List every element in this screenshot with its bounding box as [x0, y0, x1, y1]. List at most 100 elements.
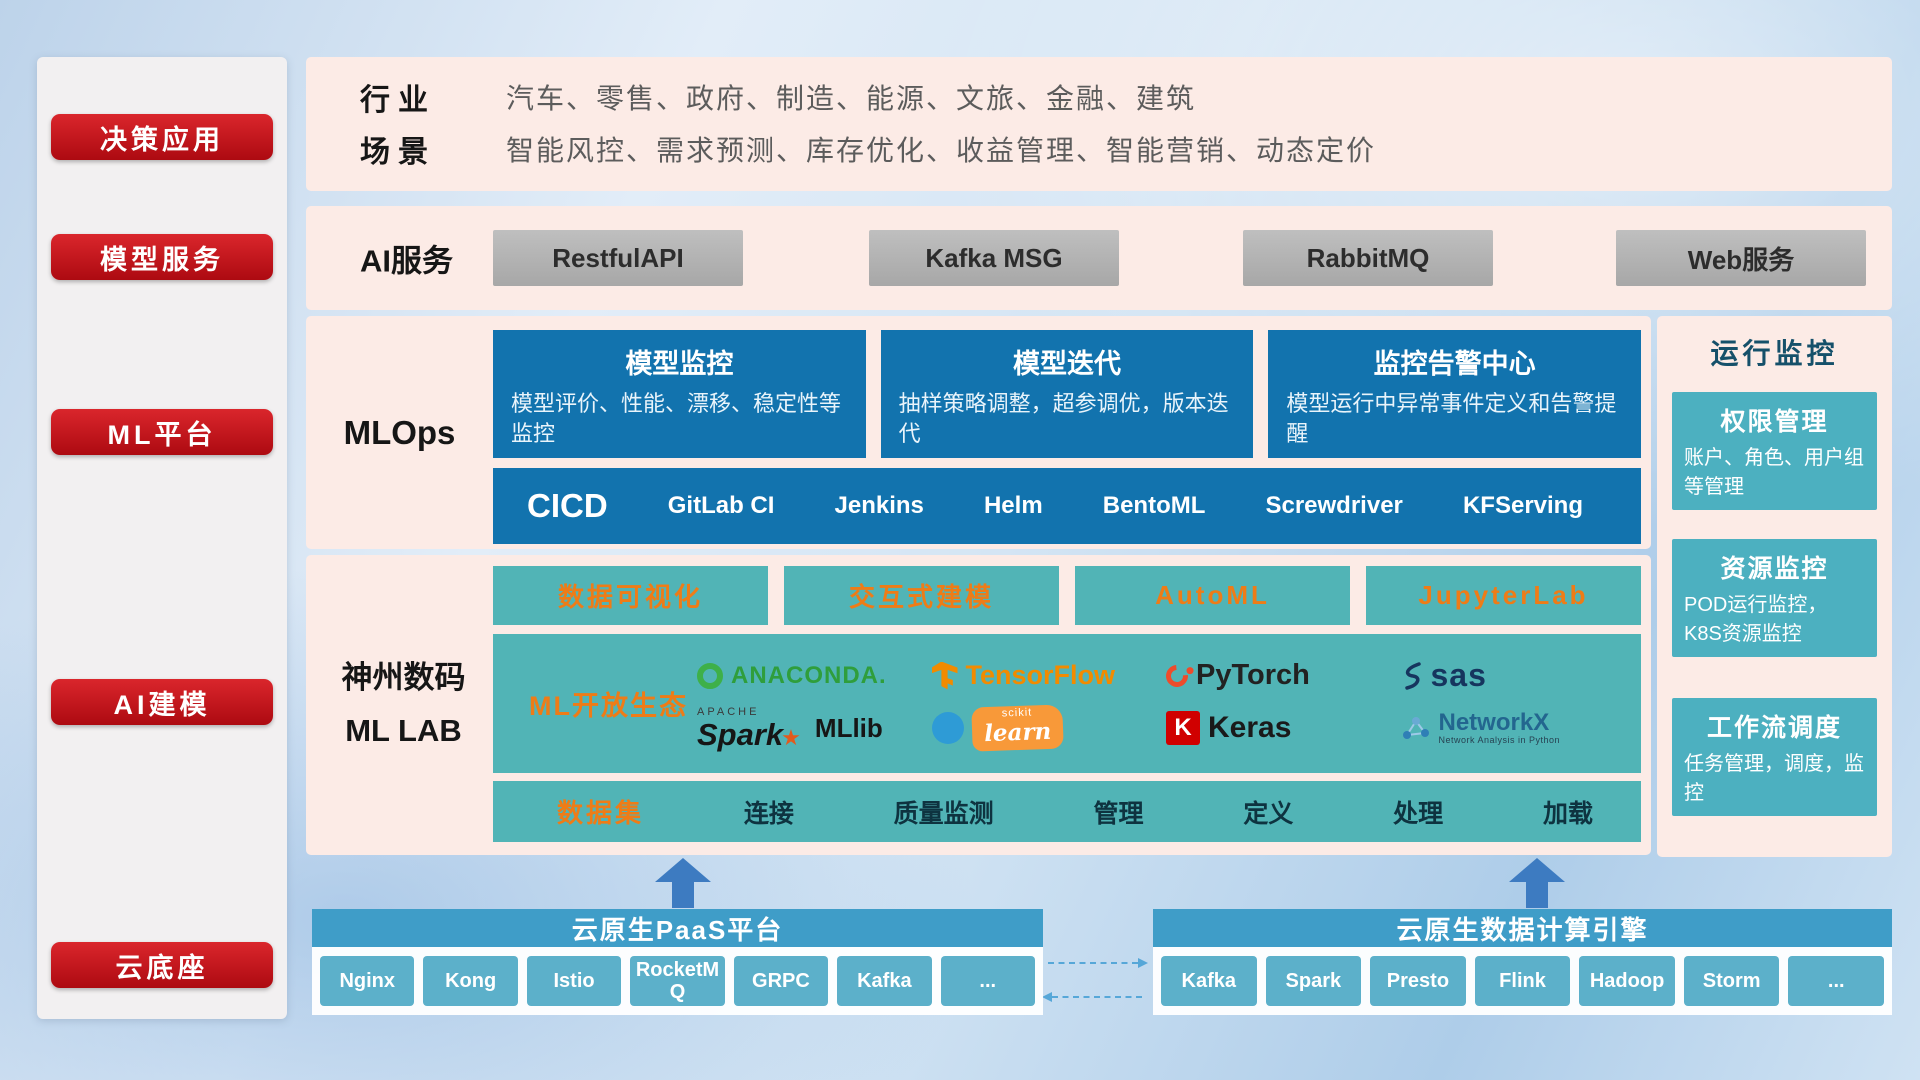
mllab-panel: 神州数码 ML LAB 数据可视化 交互式建模 AutoML JupyterLa… [306, 555, 1651, 855]
networkx-graph-icon [1402, 717, 1429, 739]
chip-hadoop: Hadoop [1579, 956, 1675, 1006]
chip-presto: Presto [1370, 956, 1466, 1006]
mllab-label: 神州数码 ML LAB [314, 555, 493, 855]
service-kafka-msg: Kafka MSG [869, 230, 1119, 286]
card-desc: 模型运行中异常事件定义和告警提醒 [1286, 391, 1617, 446]
mlops-label: MLOps [343, 413, 456, 451]
dataset-quality: 质量监测 [893, 799, 994, 828]
card-resource-monitoring: 资源监控 POD运行监控，K8S资源监控 [1672, 539, 1877, 657]
card-permission-management: 权限管理 账户、角色、用户组等管理 [1672, 392, 1877, 510]
industry-label: 行业 [360, 84, 436, 117]
card-title: 资源监控 [1720, 555, 1829, 583]
ai-services-panel: AI服务 RestfulAPI Kafka MSG RabbitMQ Web服务 [306, 206, 1892, 310]
dataset-bar: 数据集 连接 质量监测 管理 定义 处理 加载 [493, 781, 1641, 842]
tool-data-visualization: 数据可视化 [493, 566, 768, 625]
dataset-define: 定义 [1243, 799, 1294, 828]
sidebar-item-decision-apps: 决策应用 [51, 114, 273, 160]
runtime-monitoring-panel: 运行监控 权限管理 账户、角色、用户组等管理 资源监控 POD运行监控，K8S资… [1657, 316, 1892, 857]
keras-k-icon: K [1166, 711, 1200, 745]
layer-sidebar: 决策应用 模型服务 ML平台 AI建模 云底座 [37, 57, 287, 1019]
paas-body: Nginx Kong Istio RocketMQ GRPC Kafka ... [312, 947, 1043, 1015]
chip-flink: Flink [1474, 956, 1571, 1006]
scikit-brush-icon: scikit learn [970, 704, 1064, 752]
cicd-gitlab-ci: GitLab CI [667, 492, 775, 519]
spark-star-icon: ★ [781, 724, 801, 750]
sidebar-item-ai-modeling: AI建模 [51, 679, 273, 725]
mllab-tools: 数据可视化 交互式建模 AutoML JupyterLab [493, 566, 1641, 625]
chip-rocketmq: RocketMQ [630, 956, 725, 1006]
runtime-monitoring-title: 运行监控 [1710, 338, 1839, 369]
cicd-bar: CICD GitLab CI Jenkins Helm BentoML Scre… [493, 468, 1641, 544]
tensorflow-logo: TensorFlow [931, 660, 1159, 691]
chip-storm: Storm [1683, 956, 1780, 1006]
anaconda-logo: ANACONDA. [697, 662, 924, 690]
spark-mllib-logo: APACHE Spark★ MLlib [697, 705, 883, 752]
pytorch-logo: PyTorch [1161, 659, 1393, 692]
tool-jupyterlab: JupyterLab [1366, 566, 1641, 625]
scene-value: 智能风控、需求预测、库存优化、收益管理、智能营销、动态定价 [506, 135, 1377, 166]
ml-ecosystem-box: ML开放生态 ANACONDA. TensorFlow PyTorch [493, 634, 1641, 773]
cicd-helm: Helm [983, 492, 1043, 519]
mllab-label-line2: ML LAB [345, 713, 462, 748]
chip-grpc: GRPC [733, 956, 829, 1006]
dataset-connect: 连接 [743, 799, 794, 828]
industry-value: 汽车、零售、政府、制造、能源、文旅、金融、建筑 [506, 83, 1197, 114]
card-desc: POD运行监控，K8S资源监控 [1684, 594, 1828, 645]
dataset-load: 加载 [1542, 799, 1593, 828]
card-title: 监控告警中心 [1373, 349, 1536, 379]
card-model-monitoring: 模型监控 模型评价、性能、漂移、稳定性等监控 [493, 330, 866, 458]
chip-kafka: Kafka [837, 956, 932, 1006]
cicd-kfserving: KFServing [1462, 492, 1583, 519]
scene-label: 场景 [360, 136, 436, 169]
mlops-cards: 模型监控 模型评价、性能、漂移、稳定性等监控 模型迭代 抽样策略调整，超参调优，… [493, 330, 1642, 458]
scene-row: 场景 智能风控、需求预测、库存优化、收益管理、智能营销、动态定价 [360, 123, 1872, 175]
scikit-learn-logo: scikit learn [931, 704, 1159, 752]
card-model-iteration: 模型迭代 抽样策略调整，超参调优，版本迭代 [880, 330, 1254, 458]
service-restfulapi: RestfulAPI [493, 230, 743, 286]
cicd-screwdriver: Screwdriver [1265, 492, 1403, 519]
up-arrow-right [1509, 858, 1565, 908]
chip-kafka2: Kafka [1160, 956, 1257, 1006]
ml-ecosystem-label: ML开放生态 [529, 691, 688, 721]
compute-body: Kafka Spark Presto Flink Hadoop Storm ..… [1153, 947, 1892, 1015]
card-title: 工作流调度 [1706, 714, 1842, 742]
applications-panel: 行业 汽车、零售、政府、制造、能源、文旅、金融、建筑 场景 智能风控、需求预测、… [306, 57, 1892, 191]
tensorflow-icon [931, 661, 958, 690]
chip-spark: Spark [1265, 956, 1362, 1006]
tool-interactive-modeling: 交互式建模 [784, 566, 1059, 625]
sidebar-item-model-service: 模型服务 [51, 234, 273, 280]
chip-nginx: Nginx [320, 956, 415, 1006]
ai-services-label: AI服务 [360, 243, 453, 279]
card-title: 模型迭代 [1013, 349, 1121, 379]
dashed-arrow-left [1042, 992, 1142, 1002]
sidebar-item-ml-platform: ML平台 [51, 409, 273, 455]
keras-logo: K Keras [1166, 711, 1393, 745]
card-title: 模型监控 [625, 349, 734, 379]
compute-engine-group: 云原生数据计算引擎 Kafka Spark Presto Flink Hadoo… [1153, 909, 1892, 1015]
sas-logo: sas [1401, 657, 1628, 694]
service-rabbitmq: RabbitMQ [1243, 230, 1493, 286]
sas-swirl-icon [1404, 661, 1421, 690]
cicd-jenkins: Jenkins [834, 492, 924, 519]
paas-title-bar: 云原生PaaS平台 [312, 909, 1043, 947]
scikit-circle-icon [931, 712, 964, 744]
cicd-label: CICD [527, 487, 608, 524]
compute-title-bar: 云原生数据计算引擎 [1153, 909, 1892, 947]
card-alert-center: 监控告警中心 模型运行中异常事件定义和告警提醒 [1268, 330, 1642, 458]
mlops-panel: MLOps 模型监控 模型评价、性能、漂移、稳定性等监控 模型迭代 抽样策略调整… [306, 316, 1651, 549]
dataset-label: 数据集 [557, 798, 645, 828]
card-desc: 账户、角色、用户组等管理 [1684, 447, 1864, 498]
card-workflow-scheduling: 工作流调度 任务管理，调度，监控 [1672, 698, 1877, 816]
dataset-manage: 管理 [1093, 799, 1144, 828]
ml-ecosystem-logos: ANACONDA. TensorFlow PyTorch sas [697, 657, 1628, 752]
chip-istio: Istio [526, 956, 622, 1006]
paas-group: 云原生PaaS平台 Nginx Kong Istio RocketMQ GRPC… [312, 909, 1043, 1015]
chip-more: ... [940, 956, 1035, 1006]
up-arrow-left [655, 858, 711, 908]
mllab-label-line1: 神州数码 [341, 660, 466, 696]
card-desc: 任务管理，调度，监控 [1684, 753, 1864, 804]
card-desc: 模型评价、性能、漂移、稳定性等监控 [511, 391, 842, 446]
dataset-process: 处理 [1393, 799, 1444, 828]
pytorch-flame-icon [1161, 660, 1193, 691]
